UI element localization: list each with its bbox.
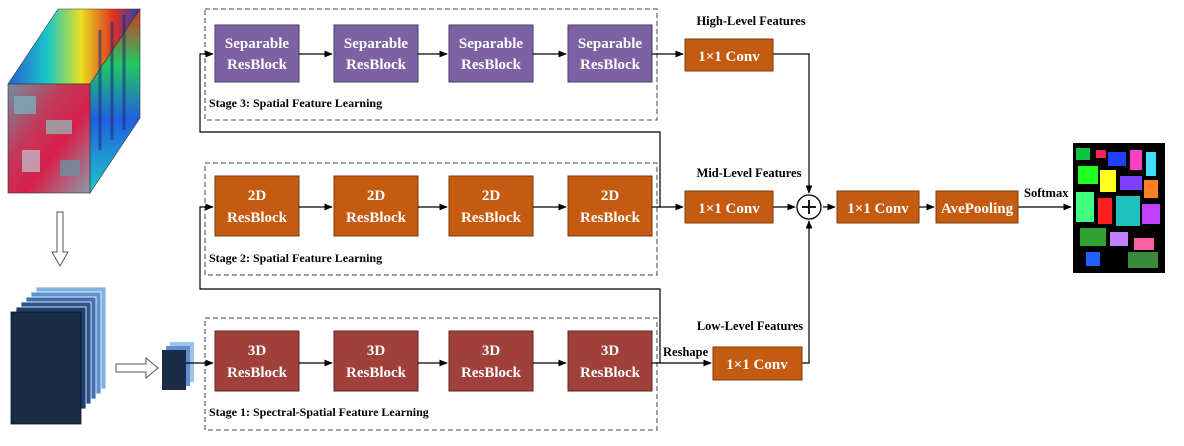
right-arrow-icon: [115, 356, 159, 380]
3d-resblock: 3D ResBlock: [214, 330, 300, 392]
3d-resblock: 3D ResBlock: [333, 330, 419, 392]
ave-pooling-box: AvePooling: [935, 190, 1019, 224]
svg-text:3D: 3D: [248, 343, 267, 359]
svg-text:ResBlock: ResBlock: [461, 210, 522, 226]
svg-text:1×1 Conv: 1×1 Conv: [698, 201, 760, 217]
3d-resblock: 3D ResBlock: [448, 330, 534, 392]
stage1-container: [204, 317, 658, 431]
3d-resblock: 3D ResBlock: [567, 330, 653, 392]
svg-text:2D: 2D: [367, 188, 386, 204]
svg-text:Separable: Separable: [459, 36, 524, 52]
svg-text:1×1 Conv: 1×1 Conv: [698, 49, 760, 65]
conv-high-box: 1×1 Conv: [684, 38, 774, 72]
classification-map-image: [1073, 143, 1165, 273]
svg-text:3D: 3D: [482, 343, 501, 359]
stage2-title: Stage 2: Spatial Feature Learning: [209, 251, 382, 265]
stage1-title: Stage 1: Spectral-Spatial Feature Learni…: [209, 405, 429, 419]
svg-text:ResBlock: ResBlock: [346, 210, 407, 226]
svg-text:ResBlock: ResBlock: [461, 57, 522, 73]
svg-text:ResBlock: ResBlock: [346, 57, 407, 73]
softmax-label: Softmax: [1024, 186, 1069, 200]
down-arrow-icon: [51, 211, 69, 268]
reduced-data-stack-image: [10, 286, 107, 425]
mid-level-features-label: Mid-Level Features: [697, 166, 802, 180]
svg-text:2D: 2D: [601, 188, 620, 204]
stage3-title: Stage 3: Spatial Feature Learning: [209, 96, 382, 110]
2d-resblock: 2D ResBlock: [448, 175, 534, 237]
svg-text:ResBlock: ResBlock: [346, 365, 407, 381]
block-connectors: [186, 50, 1072, 367]
svg-text:ResBlock: ResBlock: [227, 210, 288, 226]
svg-text:Separable: Separable: [344, 36, 409, 52]
svg-text:2D: 2D: [482, 188, 501, 204]
input-patch-image: [162, 342, 194, 390]
svg-text:3D: 3D: [601, 343, 620, 359]
svg-text:ResBlock: ResBlock: [461, 365, 522, 381]
separable-resblock: Separable ResBlock: [448, 24, 534, 83]
hyperspectral-cube-image: [7, 8, 141, 194]
stage3-container: [204, 8, 658, 121]
high-level-features-label: High-Level Features: [696, 14, 805, 28]
conv-mid-box: 1×1 Conv: [684, 190, 774, 224]
separable-resblock: Separable ResBlock: [567, 24, 653, 83]
svg-text:1×1 Conv: 1×1 Conv: [847, 201, 909, 217]
svg-text:Separable: Separable: [225, 36, 290, 52]
low-level-features-label: Low-Level Features: [697, 319, 803, 333]
svg-text:ResBlock: ResBlock: [227, 57, 288, 73]
svg-text:2D: 2D: [248, 188, 267, 204]
svg-text:3D: 3D: [367, 343, 386, 359]
svg-text:AvePooling: AvePooling: [941, 201, 1014, 217]
svg-text:ResBlock: ResBlock: [580, 57, 641, 73]
2d-resblock: 2D ResBlock: [567, 175, 653, 237]
stage2-container: [204, 162, 658, 276]
svg-text:Separable: Separable: [578, 36, 643, 52]
svg-text:ResBlock: ResBlock: [227, 365, 288, 381]
add-node-icon: [796, 194, 822, 220]
conv-fused-box: 1×1 Conv: [836, 190, 920, 224]
svg-text:ResBlock: ResBlock: [580, 365, 641, 381]
separable-resblock: Separable ResBlock: [333, 24, 419, 83]
svg-text:1×1 Conv: 1×1 Conv: [726, 357, 788, 373]
svg-text:ResBlock: ResBlock: [580, 210, 641, 226]
reshape-label: Reshape: [663, 345, 709, 359]
2d-resblock: 2D ResBlock: [214, 175, 300, 237]
separable-resblock: Separable ResBlock: [214, 24, 300, 83]
conv-low-box: 1×1 Conv: [712, 346, 803, 381]
2d-resblock: 2D ResBlock: [333, 175, 419, 237]
